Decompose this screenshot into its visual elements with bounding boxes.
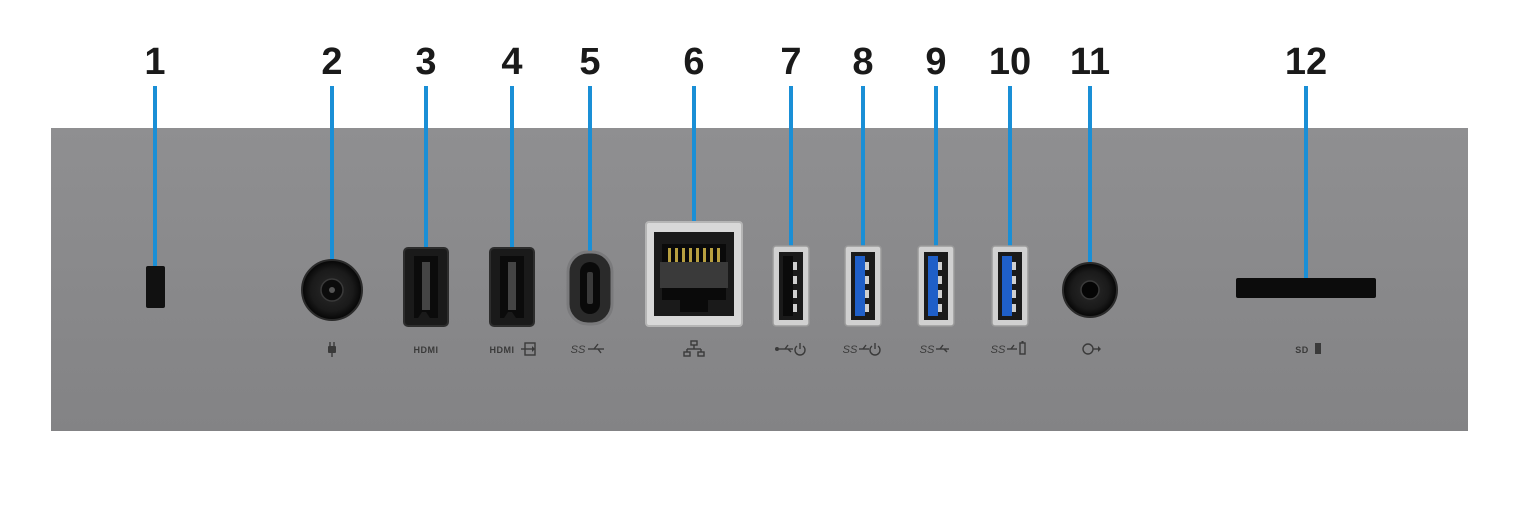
- callout-12: 12: [1285, 41, 1327, 83]
- leader-lines: [153, 86, 1308, 278]
- callout-numbers: 1 2 3 4 5 6 7 8 9 10 11 12: [144, 41, 1327, 83]
- hdmi-in-label: HDMI: [490, 345, 515, 355]
- hdmi-in-port: [489, 247, 535, 327]
- usb3-battery-port: [991, 245, 1029, 327]
- svg-text:SS: SS: [991, 344, 1006, 356]
- callout-9: 9: [925, 41, 946, 83]
- usb2-port: [772, 245, 810, 327]
- ethernet-port: [645, 221, 743, 327]
- callout-8: 8: [852, 41, 873, 83]
- ethernet-network-icon: [683, 340, 705, 357]
- sd-card-icon: [1315, 343, 1321, 354]
- headset-icon: [1082, 343, 1101, 355]
- sd-label: SD: [1295, 345, 1309, 355]
- svg-text:SS: SS: [920, 344, 935, 356]
- callout-11: 11: [1070, 41, 1110, 83]
- svg-text:SS: SS: [571, 344, 586, 356]
- usb2-power-icon: [775, 343, 806, 356]
- callout-7: 7: [780, 41, 801, 83]
- back-panel: [51, 128, 1468, 431]
- headset-port: [1062, 262, 1118, 318]
- sd-card-slot: [1236, 278, 1376, 298]
- usb3-battery-icon: SS: [991, 341, 1026, 356]
- callout-3: 3: [415, 41, 436, 83]
- security-lock-slot: [146, 266, 165, 308]
- usb3-power-icon: SS: [843, 343, 881, 356]
- usb-c-port: [566, 250, 614, 326]
- usb3-power-port: [844, 245, 882, 327]
- usb3-icon: SS: [920, 344, 949, 356]
- callout-4: 4: [501, 41, 522, 83]
- usb-c-superspeed-icon: SS: [571, 343, 604, 356]
- hdmi-port: [403, 247, 449, 327]
- callout-2: 2: [321, 41, 342, 83]
- usb3-port: [917, 245, 955, 327]
- power-plug-icon: [328, 342, 336, 357]
- callout-5: 5: [579, 41, 600, 83]
- hdmi-in-icon: [521, 342, 536, 356]
- hdmi-label: HDMI: [414, 345, 439, 355]
- callout-6: 6: [683, 41, 704, 83]
- callout-10: 10: [989, 41, 1031, 83]
- callout-1: 1: [144, 41, 165, 83]
- power-port: [301, 259, 363, 321]
- svg-text:SS: SS: [843, 344, 858, 356]
